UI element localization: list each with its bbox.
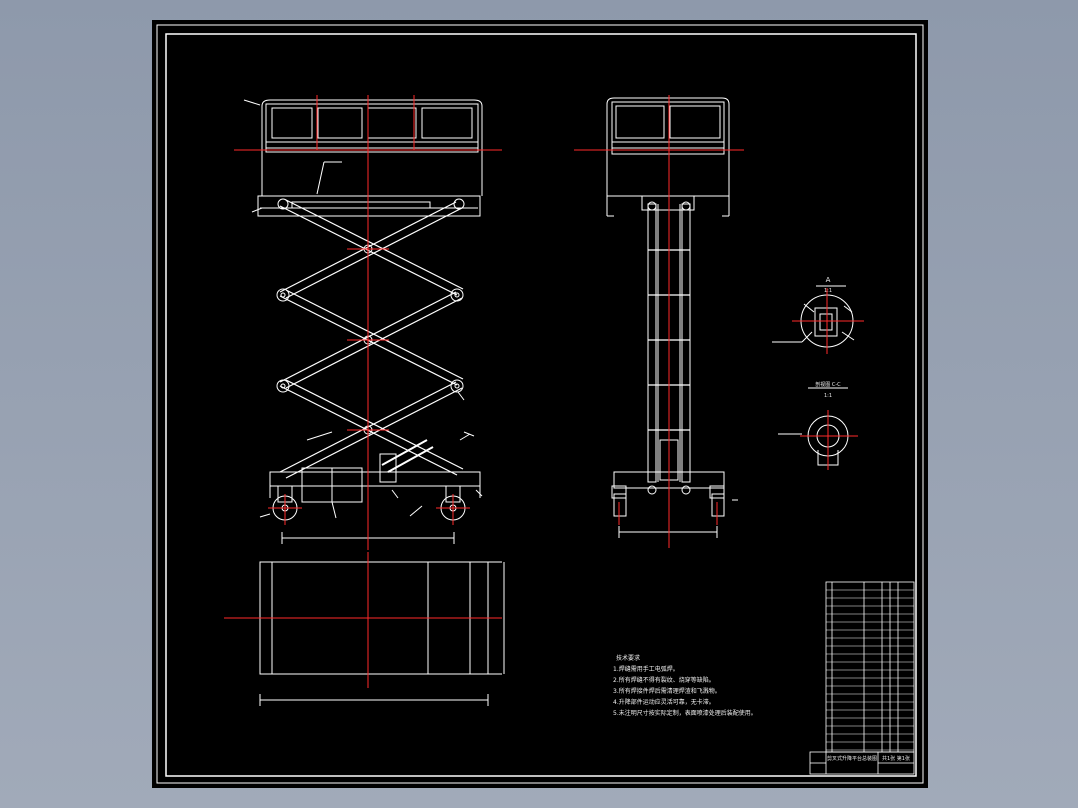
section-c-title: 剖视图 C-C — [815, 381, 841, 388]
section-c-scale: 1:1 — [824, 393, 832, 399]
tech-note-line: 5.未注明尺寸按实际定制，表面喷漆处理后装配使用。 — [613, 709, 757, 717]
side-view — [606, 97, 738, 538]
tech-notes-heading: 技术要求 — [616, 654, 640, 662]
cad-viewport[interactable]: A 1:1 剖视图 C-C 1:1 技术要求 1.焊缝需用手工电弧焊。 2.所有… — [152, 20, 928, 788]
drawing-name: 剪叉式升降平台总装图 — [827, 755, 877, 762]
title-block — [809, 751, 915, 775]
side-centerlines — [574, 95, 744, 548]
front-centerlines — [234, 95, 502, 550]
detail-a-centerlines — [792, 288, 864, 354]
parts-list — [825, 581, 915, 753]
assembly-drawing: A 1:1 剖视图 C-C 1:1 技术要求 1.焊缝需用手工电弧焊。 2.所有… — [156, 24, 924, 784]
tech-note-line: 4.升降部件运动应灵活可靠，无卡滞。 — [613, 698, 715, 706]
detail-a-scale: 1:1 — [824, 288, 832, 294]
outer-border — [156, 24, 924, 784]
tech-note-line: 2.所有焊缝不得有裂纹、烧穿等缺陷。 — [613, 676, 715, 684]
front-view — [243, 99, 483, 544]
sheet-info: 共1张 第1张 — [882, 755, 910, 762]
inner-border — [165, 33, 917, 777]
tech-note-line: 1.焊缝需用手工电弧焊。 — [613, 665, 679, 673]
detail-a-title: A — [826, 276, 831, 284]
plan-centerlines — [224, 552, 502, 688]
detail-a — [772, 285, 855, 348]
plan-view — [259, 561, 505, 706]
technical-notes: 技术要求 1.焊缝需用手工电弧焊。 2.所有焊缝不得有裂纹、烧穿等缺陷。 3.所… — [613, 654, 757, 717]
section-c — [778, 387, 849, 466]
parts-list-rows — [826, 589, 914, 751]
section-c-centerlines — [800, 410, 858, 470]
tech-note-line: 3.所有焊接件焊后需清理焊渣和飞溅物。 — [613, 687, 721, 695]
